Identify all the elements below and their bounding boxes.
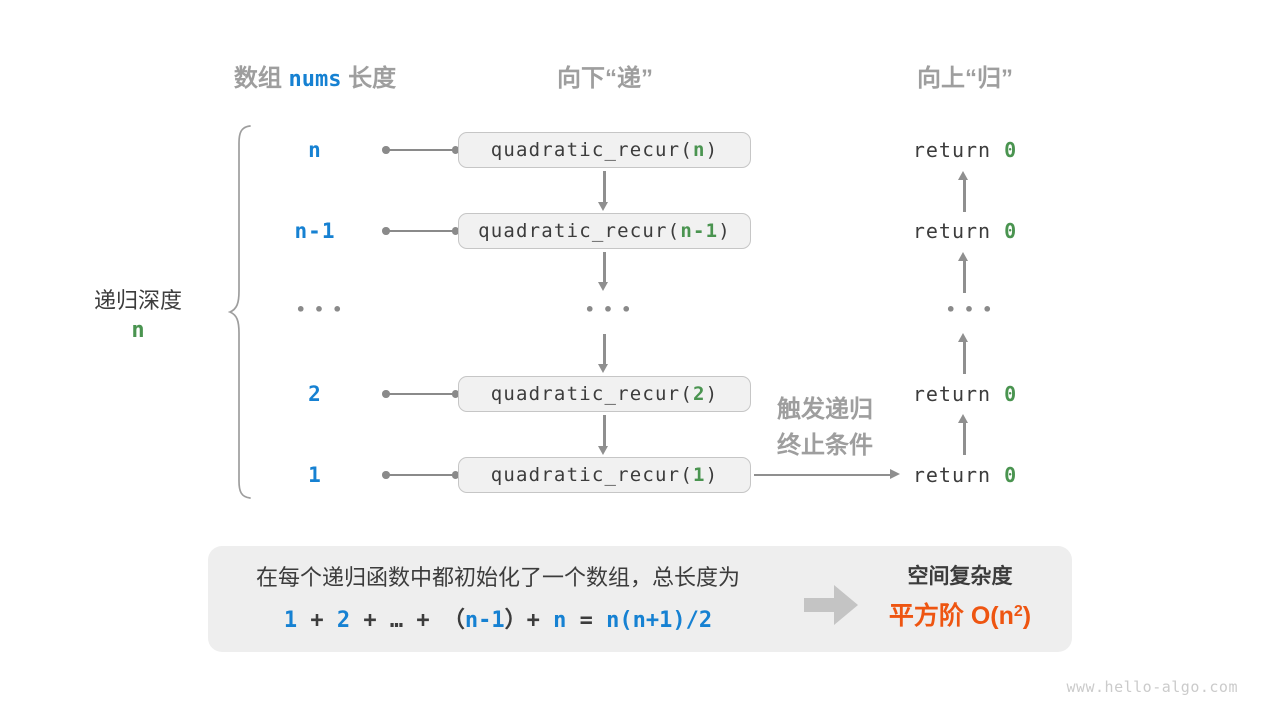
return-label: return 0 [900, 376, 1030, 412]
header-array-length-suffix: 长度 [348, 65, 397, 92]
call-close: ) [705, 464, 719, 486]
call-fn: quadratic_recur( [490, 383, 693, 405]
call-ellipsis: ••• [584, 300, 640, 319]
header-recurse-down: 向下“递” [557, 65, 653, 92]
trigger-line1: 触发递归 [777, 396, 873, 423]
return-value: 0 [1004, 138, 1018, 162]
formula-seg: + [297, 608, 337, 633]
depth-brace [228, 125, 251, 499]
call-box-n: quadratic_recur(n) [458, 132, 751, 168]
depth-value-n1: n-1 [294, 219, 336, 243]
connector-line [382, 390, 459, 397]
return-label: return 0 [900, 132, 1030, 168]
call-arg: 1 [692, 464, 706, 486]
down-arrow-icon [599, 171, 608, 211]
depth-value-n: n [308, 138, 322, 162]
summary-text: 在每个递归函数中都初始化了一个数组，总长度为 [255, 565, 740, 590]
formula-seg: n(n+1)/2 [606, 608, 713, 633]
connector-line [382, 146, 459, 153]
return-value: 0 [1004, 382, 1018, 406]
down-arrow-icon [599, 415, 608, 455]
call-arg: n-1 [680, 220, 719, 242]
return-label: return 0 [900, 457, 1030, 493]
call-arg: 2 [692, 383, 706, 405]
call-close: ) [705, 139, 719, 161]
call-close: ) [718, 220, 731, 242]
up-arrow-icon [959, 252, 968, 293]
complexity-close: ) [1022, 602, 1032, 630]
up-arrow-icon [959, 414, 968, 455]
formula-seg: ） [504, 608, 527, 633]
recursion-depth-label: 递归深度 [93, 288, 182, 313]
return-kw: return [912, 382, 1005, 406]
formula-seg: 2 [336, 608, 351, 633]
call-fn: quadratic_recur( [478, 220, 681, 242]
call-box-1: quadratic_recur(1) [458, 457, 751, 493]
return-kw: return [912, 138, 1005, 162]
header-return-up: 向上“归” [917, 65, 1013, 92]
call-arg: n [692, 139, 706, 161]
call-box-n1: quadratic_recur(n-1) [458, 213, 751, 249]
space-complexity-title: 空间复杂度 [907, 565, 1013, 588]
base-case-arrow-icon [754, 469, 900, 479]
down-arrow-icon [599, 334, 608, 373]
header-array-length-prefix: 数组 [233, 65, 282, 92]
return-value: 0 [1004, 463, 1018, 487]
summary-formula: 1 + 2 + … + （n-1）+ n = n(n+1)/2 [228, 602, 768, 634]
formula-seg: = [566, 608, 607, 633]
complexity-prefix: 平方阶 O(n [888, 602, 1014, 630]
up-arrow-icon [959, 333, 968, 374]
depth-value-2: 2 [308, 382, 322, 406]
nums-code-label: nums [288, 67, 342, 92]
connector-line [382, 227, 459, 234]
return-kw: return [912, 219, 1005, 243]
call-box-2: quadratic_recur(2) [458, 376, 751, 412]
call-close: ) [705, 383, 719, 405]
return-value: 0 [1004, 219, 1018, 243]
space-complexity-value: 平方阶 O(n2) [855, 596, 1065, 632]
return-kw: return [912, 463, 1005, 487]
formula-seg: n-1 [464, 608, 505, 633]
return-label: return 0 [900, 213, 1030, 249]
complexity-exponent: 2 [1013, 603, 1023, 620]
trigger-condition-label: 触发递归 终止条件 [740, 392, 910, 464]
formula-seg: （ [442, 608, 465, 633]
connector-line [382, 471, 459, 478]
formula-seg: + … + [350, 608, 443, 633]
formula-seg: n [553, 608, 567, 633]
watermark-url: www.hello-algo.com [1066, 678, 1238, 696]
call-fn: quadratic_recur( [490, 464, 693, 486]
depth-value-1: 1 [308, 463, 322, 487]
implies-arrow-icon [804, 585, 858, 625]
recursion-depth-value: n [131, 318, 145, 343]
up-arrow-icon [959, 171, 968, 212]
return-ellipsis: ••• [945, 300, 1001, 319]
formula-seg: + [526, 608, 554, 633]
formula-seg: 1 [283, 608, 298, 633]
trigger-line2: 终止条件 [777, 432, 873, 459]
call-fn: quadratic_recur( [490, 139, 693, 161]
header-array-length: 数组 nums 长度 [200, 58, 430, 93]
depth-ellipsis: ••• [295, 300, 351, 319]
summary-box [208, 546, 1072, 652]
down-arrow-icon [599, 252, 608, 291]
